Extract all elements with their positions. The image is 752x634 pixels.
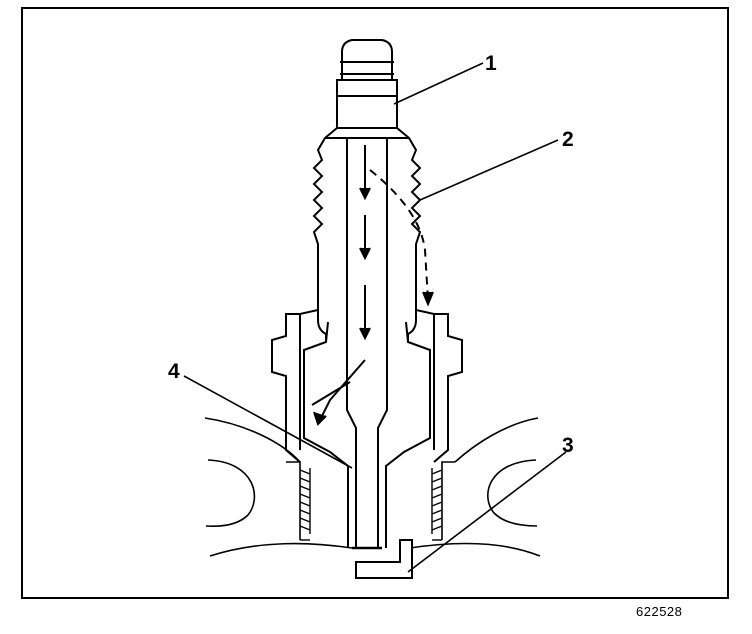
flow-arrow-diagonal <box>319 359 366 421</box>
inner-insulator <box>317 244 417 342</box>
terminal-nut <box>336 79 398 129</box>
leader-line-2 <box>419 139 559 201</box>
flow-arrow-center-2-head <box>359 247 371 261</box>
right-port-lobe <box>487 459 538 527</box>
flow-arrow-center-1-head <box>359 187 371 201</box>
flow-arrow-center-3-head <box>359 327 371 341</box>
callout-label-4: 4 <box>168 360 180 383</box>
flow-arrow-dashed <box>369 169 429 301</box>
thread-section <box>299 468 443 541</box>
leader-line-1 <box>393 62 484 105</box>
combustion-chamber-floor-right <box>409 542 541 557</box>
right-threads <box>431 468 443 534</box>
figure-frame <box>21 7 729 599</box>
terminal-cap <box>340 39 394 80</box>
center-electrode-sheath <box>346 138 388 548</box>
heat-flow-arrows <box>311 145 434 426</box>
shell-hex-inner <box>299 314 435 450</box>
combustion-chamber-floor <box>209 542 353 557</box>
flow-arrow-dashed-head <box>422 291 434 307</box>
cylinder-head-right-curve <box>454 417 539 463</box>
flow-arrow-left-branch <box>311 381 351 406</box>
callout-label-3: 3 <box>562 434 574 457</box>
callout-label-2: 2 <box>562 128 574 151</box>
ground-electrode <box>355 539 413 579</box>
head-seat-right <box>441 461 455 468</box>
flow-arrow-diagonal-head <box>313 411 327 426</box>
leader-line-3 <box>407 451 567 573</box>
leader-line-4 <box>183 375 353 469</box>
insulator-nose <box>303 321 431 548</box>
leader-lines <box>183 62 567 573</box>
insulator-ribbed-body <box>271 127 463 463</box>
left-port-lobe <box>205 459 256 528</box>
callout-label-1: 1 <box>485 52 497 75</box>
head-seat-left <box>286 461 301 468</box>
cylinder-head <box>204 417 541 557</box>
left-threads <box>299 468 311 534</box>
figure-id: 622528 <box>636 604 683 619</box>
spark-plug <box>271 39 463 550</box>
